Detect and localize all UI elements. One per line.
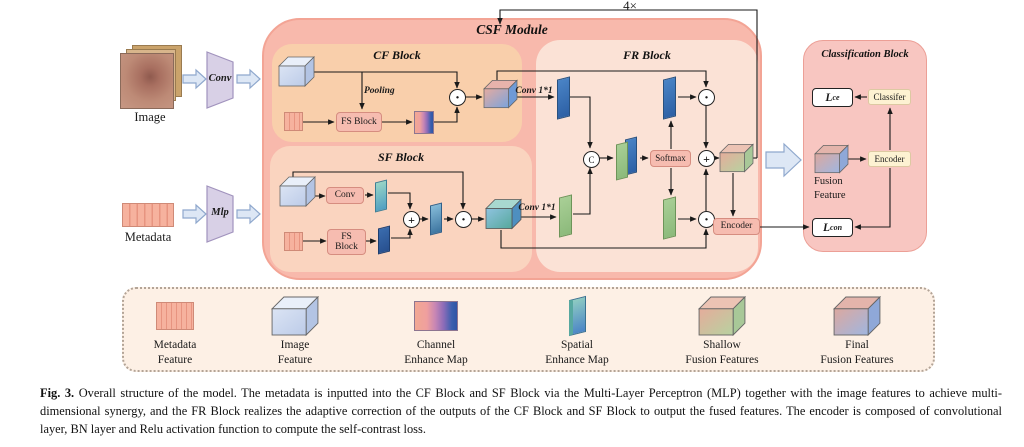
fr-softmax-box: Softmax [650,150,691,167]
legend-item-final-fusion-features: Final Fusion Features [792,294,922,368]
legend-label: Feature [277,353,313,366]
legend-label: Spatial [561,339,593,351]
lce-main: L [825,91,833,104]
fr-attention-map-blue [663,76,676,120]
legend-label: Fusion Features [685,353,759,366]
cf-metadata-feature-icon [284,112,303,131]
legend-item-channel-enhance-map: Channel Enhance Map [371,294,501,368]
channel-enhance-map-icon [414,111,434,134]
cf-block-title: CF Block [373,48,421,62]
figure-caption: Fig. 3. Overall structure of the model. … [40,385,1002,439]
fusion-label-line1: Fusion [814,176,843,187]
image-input-label: Image [134,110,166,124]
fusion-feature-label: Fusion Feature [814,175,846,202]
sf-dark-blue-map [378,225,390,255]
legend-label: Enhance Map [404,353,468,366]
skin-lesion-image [120,53,174,109]
mlp-trapezoid [206,185,234,243]
image-feature-icon [270,294,320,338]
csf-module-title: CSF Module [476,22,548,37]
sf-metadata-feature-icon [284,232,303,251]
fr-attention-map-green [663,196,676,240]
fr-concat-op: C [583,151,600,168]
sf-block-title: SF Block [377,150,425,164]
sf-output-cube [485,198,522,230]
sf-conv1x1-label: Conv 1*1 [518,203,556,213]
shallow-fusion-features-icon [697,294,747,338]
cf-image-feature-cube [278,56,315,87]
legend-label: Shallow [703,339,741,351]
cf-multiply-op: · [449,89,466,106]
lce-sub: ce [832,93,840,102]
caption-body: Overall structure of the model. The meta… [40,386,1002,436]
legend-label: Metadata [153,339,197,351]
sf-spatial-map-green [559,194,572,238]
legend-label: Final [845,339,869,351]
sf-fs-line1: FS [341,231,352,242]
legend-label: Enhance Map [545,353,609,366]
fr-add-op: + [698,150,715,167]
conv-trapezoid-label: Conv [208,73,232,84]
shallow-fusion-cube [719,143,754,173]
sf-add-op: + [403,211,420,228]
classifier-box: Classifer [868,89,911,105]
conv-trapezoid [206,51,234,109]
pooling-label: Pooling [364,86,395,96]
metadata-input-icon [122,203,174,227]
legend-label: Fusion Features [820,353,894,366]
legend-label: Image [280,339,310,351]
legend-item-shallow-fusion-features: Shallow Fusion Features [657,294,787,368]
cls-encoder-box: Encoder [868,151,911,167]
spatial-enhance-map-icon [568,294,586,338]
fr-multiply-top-op: · [698,89,715,106]
caption-prefix: Fig. 3. [40,386,75,400]
metadata-input-label: Metadata [124,230,172,244]
sf-image-feature-cube [279,176,316,207]
sf-conv-box: Conv [326,187,364,204]
sf-multiply-op: · [455,211,472,228]
fr-block-title: FR Block [623,48,671,62]
cf-fs-block-box: FS Block [336,112,382,132]
sf-fs-line2: Block [335,242,358,252]
final-fusion-features-icon [832,294,882,338]
legend-item-metadata-feature: Metadata Feature [110,294,240,368]
fusion-label-line2: Feature [814,189,846,201]
sf-teal-map [375,179,387,213]
lcon-main: L [822,221,831,234]
mlp-trapezoid-label: Mlp [211,207,229,218]
cf-output-cube [483,79,518,109]
cf-conv1x1-label: Conv 1*1 [515,86,553,96]
repeat-count-label: 4× [623,0,637,13]
fr-stacked-map-green [616,141,628,181]
legend-item-image-feature: Image Feature [230,294,360,368]
metadata-feature-icon [156,294,194,338]
sf-fs-block-box: FS Block [327,229,366,255]
cf-spatial-map-blue [557,76,570,120]
fusion-feature-cube [814,144,849,174]
channel-enhance-map-icon [414,294,458,338]
trapezoids [206,51,234,243]
block-arrows [182,68,802,225]
legend-item-spatial-enhance-map: Spatial Enhance Map [512,294,642,368]
sf-merged-map [430,202,442,236]
lcon-sub: con [830,223,843,232]
classification-block-title: Classification Block [821,49,909,60]
legend-box [122,287,935,372]
fr-encoder-box: Encoder [713,218,760,235]
legend-label: Feature [157,353,193,366]
legend-label: Channel [416,339,456,351]
